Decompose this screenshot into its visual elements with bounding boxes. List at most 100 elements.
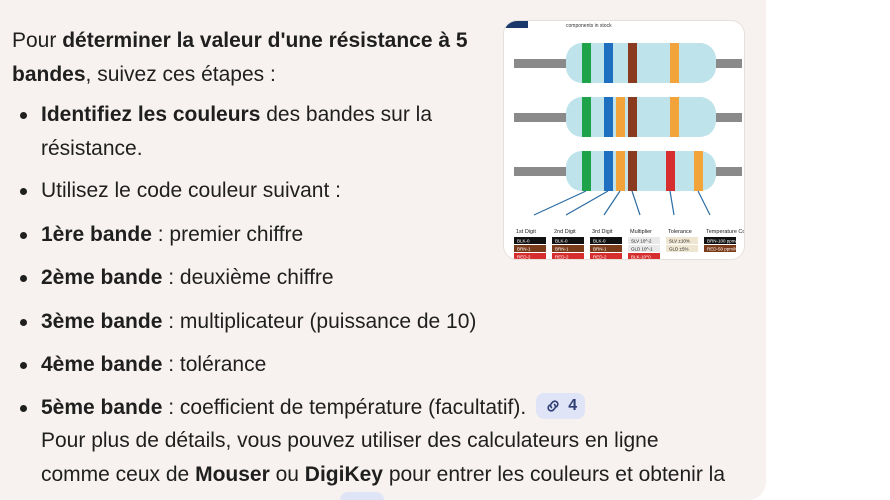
chat-response-card: Pour déterminer la valeur d'une résistan… (0, 0, 766, 500)
list-text: résistance. (41, 132, 143, 166)
bullet (20, 275, 27, 282)
legend-cell (514, 237, 546, 244)
color-band (616, 151, 625, 191)
list-plain: : premier chiffre (151, 223, 304, 246)
resistors-group (514, 43, 742, 216)
color-band (604, 151, 613, 191)
citation-chip[interactable]: 4 (536, 393, 586, 420)
color-band (604, 43, 613, 83)
legend-column-header: Tolerance (668, 229, 692, 235)
bullet (20, 362, 27, 369)
list-bold: 2ème bande (41, 266, 163, 289)
resistor-lead-left (514, 167, 574, 176)
list-plain: : coefficient de température (facultatif… (162, 396, 527, 419)
resistor-lead-left (514, 113, 574, 122)
digikey-text: DigiKey (304, 463, 383, 486)
list-text: 5ème bande : coefficient de température … (41, 391, 586, 425)
list-text: 1ère bande : premier chiffre (41, 218, 303, 252)
list-plain: : deuxième chiffre (162, 266, 334, 289)
color-band (694, 151, 703, 191)
bullet (20, 319, 27, 326)
legend-cell (514, 245, 546, 252)
legend-cell (666, 245, 698, 252)
connector-line (533, 190, 587, 216)
list-text: Utilisez le code couleur suivant : (41, 174, 341, 208)
legend-column-header: Multiplier (630, 229, 652, 235)
connector-line (603, 190, 621, 216)
resistor-lead-right (712, 113, 742, 122)
legend-cell (628, 245, 660, 252)
list-text: Identifiez les couleurs des bandes sur l… (41, 98, 432, 132)
follow-text: pour entrer les couleurs et obtenir la (382, 463, 726, 486)
color-band (604, 97, 613, 137)
color-band (582, 151, 591, 191)
legend-cell (628, 253, 660, 259)
connector-line (669, 190, 675, 216)
color-band (666, 151, 675, 191)
list-bold: 5ème bande (41, 396, 163, 419)
follow-text: comme ceux de (41, 463, 196, 486)
legend-cell-label: RED-2 (593, 255, 607, 260)
connector-line (631, 190, 641, 216)
legend-cell-label: GLD 10^-1 (631, 247, 653, 252)
bullet (20, 112, 27, 119)
legend-cell-label: GLD ±5% (669, 247, 688, 252)
color-band (670, 43, 679, 83)
legend-cell-label: BLK-10^0 (631, 255, 651, 260)
legend-cell (628, 237, 660, 244)
bullet (20, 405, 27, 412)
legend-column-header: 2nd Digit (554, 229, 576, 235)
connector-line (697, 190, 711, 216)
citation-chip-partial[interactable] (340, 492, 384, 500)
legend-cell-label: BLK-0 (555, 239, 568, 244)
legend-cell-label: RED-2 (517, 255, 531, 260)
list-plain: : tolérance (162, 353, 267, 376)
legend-cell-label: SLV 10^-2 (631, 239, 652, 244)
list-bold: Identifiez les couleurs (41, 103, 261, 126)
link-icon (547, 400, 559, 413)
list-bold: 1ère bande (41, 223, 152, 246)
legend-cell (552, 237, 584, 244)
legend-cell-label: BRN-100 ppm/K (707, 239, 740, 244)
legend-cell-label: BRN-1 (555, 247, 569, 252)
follow-text: ou (269, 463, 305, 486)
legend-column-header: 3rd Digit (592, 229, 613, 235)
legend-cell (590, 237, 622, 244)
list-plain: Utilisez le code couleur suivant : (41, 179, 341, 202)
figure-header: components in stock (566, 23, 612, 29)
bullet (20, 232, 27, 239)
list-bold: 4ème bande (41, 353, 163, 376)
intro-text: Pour (12, 29, 63, 52)
color-band (628, 151, 637, 191)
legend-cell-label: RED-50 ppm/K (707, 247, 737, 252)
color-band (628, 43, 637, 83)
list-text: 4ème bande : tolérance (41, 348, 266, 382)
legend-cell (704, 237, 736, 244)
follow-line-1: Pour plus de détails, vous pouvez utilis… (41, 429, 659, 452)
bullet (20, 188, 27, 195)
legend-cell (552, 245, 584, 252)
legend-cell (514, 253, 546, 259)
color-band (582, 97, 591, 137)
legend-cell (666, 237, 698, 244)
legend-cell (552, 253, 584, 259)
legend-cell (704, 245, 736, 252)
legend-cell (590, 253, 622, 259)
mouser-text: Mouser (195, 463, 270, 486)
resistor-lead-left (514, 59, 574, 68)
list-text: 2ème bande : deuxième chiffre (41, 261, 334, 295)
legend-cell-label: RED-2 (555, 255, 569, 260)
follow-line-2: comme ceux de Mouser ou DigiKey pour ent… (41, 458, 741, 492)
legend-cell-label: BLK-0 (517, 239, 530, 244)
legend-cell-label: BRN-1 (517, 247, 531, 252)
color-band (670, 97, 679, 137)
follow-up-paragraph: Pour plus de détails, vous pouvez utilis… (41, 424, 741, 492)
legend-column-header: Temperature Coefficient (706, 229, 744, 235)
color-band (582, 43, 591, 83)
color-band (616, 97, 625, 137)
list-plain: résistance. (41, 137, 143, 160)
resistor-body (566, 151, 716, 191)
intro-paragraph: Pour déterminer la valeur d'une résistan… (12, 24, 482, 92)
legend-cell (590, 245, 622, 252)
